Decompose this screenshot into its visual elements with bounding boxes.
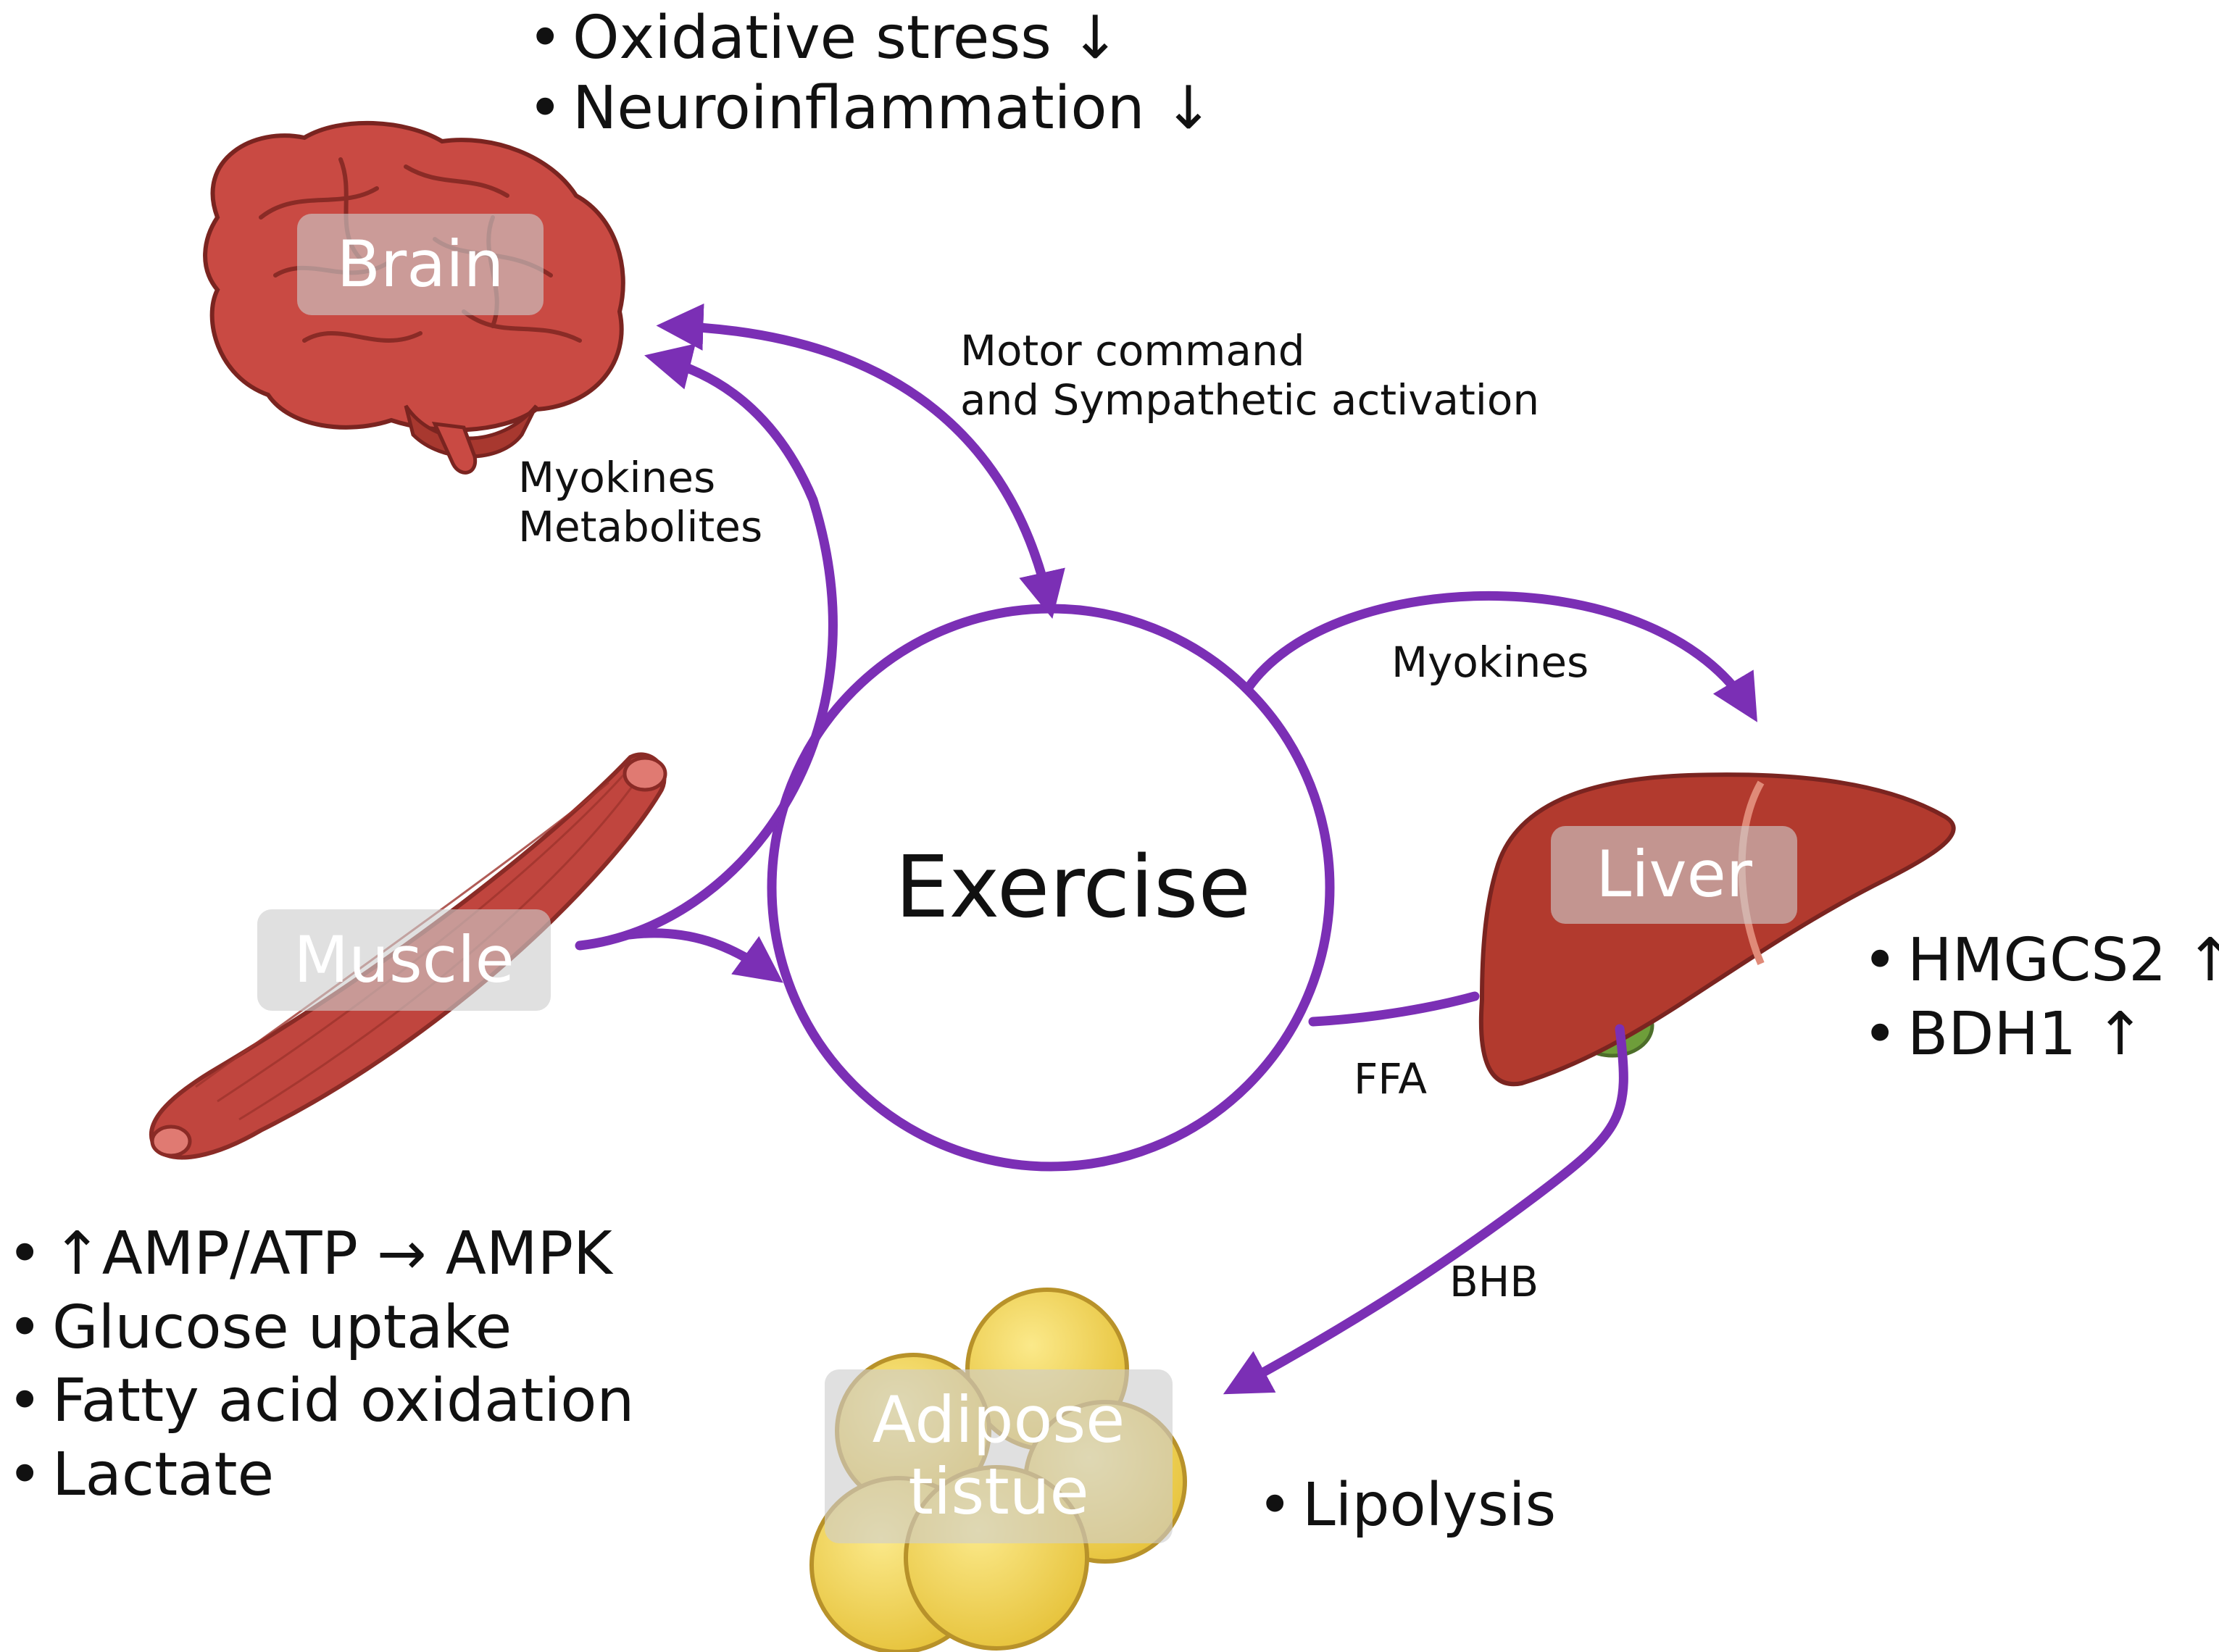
myokines-liver-label: Myokines (1391, 638, 1589, 687)
adipose-label: Adipose tistue (825, 1369, 1173, 1543)
liver-effect-item: HMGCS2 ↑ (1862, 924, 2219, 998)
adipose-effect-item: Lipolysis (1257, 1471, 1556, 1541)
arrow-brain-exercise (656, 303, 1065, 620)
liver-label: Liver (1551, 826, 1797, 924)
brain-effect-item: Oxidative stress ↓ (528, 4, 1213, 74)
muscle-effects-list: ↑AMP/ATP → AMPK Glucose uptake Fatty aci… (7, 1217, 634, 1512)
arrow-muscle-brain (575, 343, 838, 951)
arrow-muscle-exercise (624, 928, 783, 983)
arrow-exercise-liver (1243, 591, 1758, 722)
bhb-label: BHB (1449, 1257, 1539, 1306)
line-ffa (1308, 991, 1480, 1027)
adipose-effects-list: Lipolysis (1257, 1471, 1556, 1541)
muscle-label: Muscle (257, 909, 551, 1011)
ffa-label: FFA (1354, 1054, 1428, 1104)
brain-effect-item: Neuroinflammation ↓ (528, 74, 1213, 144)
liver-effects-list: HMGCS2 ↑ BDH1 ↑ (1862, 924, 2219, 1071)
motor-command-label: Motor command and Sympathetic activation (960, 326, 1540, 425)
exercise-label: Exercise (895, 837, 1252, 937)
muscle-effect-item: ↑AMP/ATP → AMPK (7, 1217, 634, 1291)
arrow-liver-adipose (1223, 1024, 1628, 1395)
myokines-metabolites-label: Myokines Metabolites (518, 453, 763, 552)
muscle-effect-item: Fatty acid oxidation (7, 1364, 634, 1438)
muscle-effect-item: Lactate (7, 1438, 634, 1512)
muscle-effect-item: Glucose uptake (7, 1291, 634, 1365)
brain-label: Brain (297, 214, 544, 315)
liver-effect-item: BDH1 ↑ (1862, 998, 2219, 1072)
brain-effects-list: Oxidative stress ↓ Neuroinflammation ↓ (528, 4, 1213, 144)
